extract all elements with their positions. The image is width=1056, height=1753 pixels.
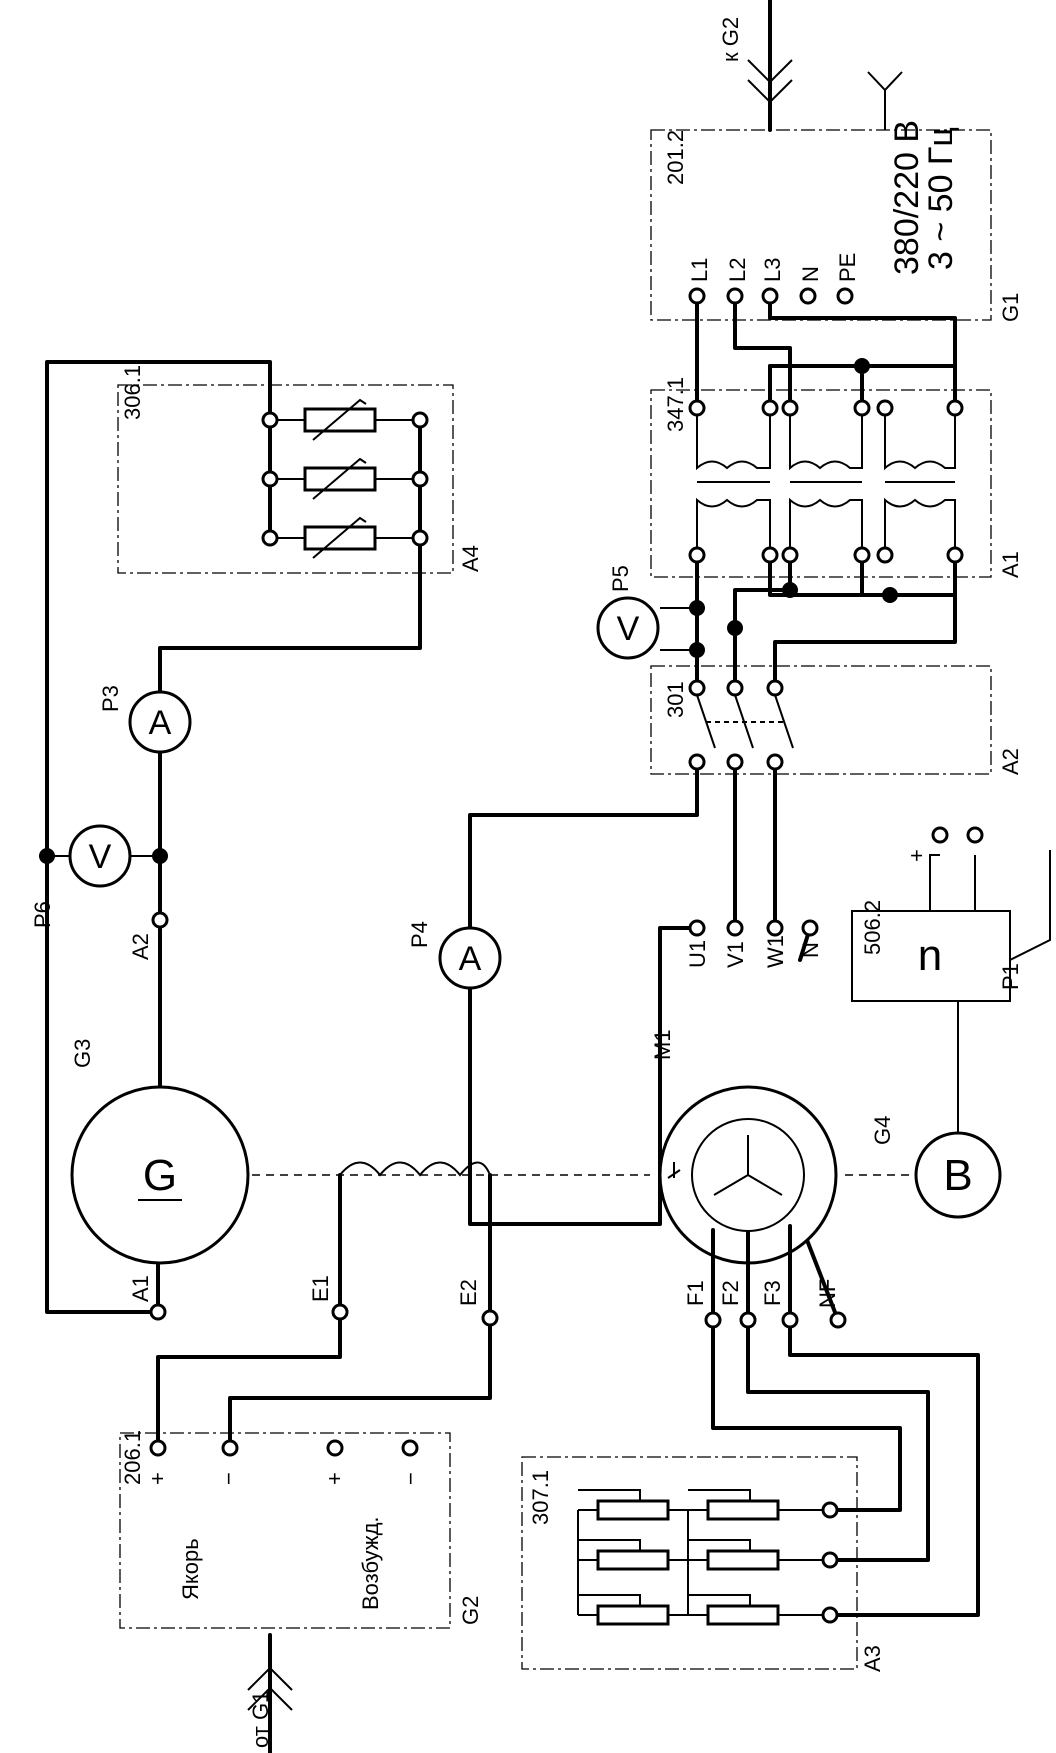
designator-g1: G1 xyxy=(998,293,1023,322)
excitation-plus: + xyxy=(322,1472,347,1485)
terminal-a2: A2 xyxy=(128,933,153,960)
frame-307-1 xyxy=(521,1456,858,1670)
terminal-l2: L2 xyxy=(725,258,750,282)
ammeter-p3: A xyxy=(128,690,192,754)
armature-minus: − xyxy=(216,1472,241,1485)
ammeter-p4: A xyxy=(438,926,502,990)
sensor-plus: + xyxy=(904,849,929,862)
designator-p5: P5 xyxy=(608,565,633,592)
label-206-1: 206.1 xyxy=(120,1430,145,1485)
terminal-motor-n: N xyxy=(798,942,823,958)
sensor-symbol: B xyxy=(943,1151,972,1200)
field-winding xyxy=(331,1161,499,1327)
voltmeter-p5: V xyxy=(596,596,660,660)
label-306-1: 306.1 xyxy=(120,365,145,420)
terminal-u1: U1 xyxy=(685,940,710,968)
terminal-v1: V1 xyxy=(723,941,748,968)
label-armature: Якорь xyxy=(178,1538,203,1600)
terminal-n: N xyxy=(798,266,823,282)
excitation-minus: − xyxy=(398,1472,423,1485)
p6-symbol: V xyxy=(89,838,112,876)
label-excitation: Возбужд. xyxy=(358,1516,383,1610)
switch-301 xyxy=(688,679,794,771)
transformer-347 xyxy=(688,399,964,564)
speed-sensor-g4: B n xyxy=(914,826,1051,1219)
label-347-1: 347.1 xyxy=(663,377,688,432)
load-resistors-306 xyxy=(261,398,429,559)
p5-leads xyxy=(660,607,697,651)
label-301: 301 xyxy=(663,681,688,718)
terminal-f3: F3 xyxy=(760,1280,785,1306)
designator-g2: G2 xyxy=(458,1596,483,1625)
induction-motor-m1 xyxy=(658,919,847,1329)
dc-source-206 xyxy=(149,1439,419,1753)
terminal-f1: F1 xyxy=(683,1280,708,1306)
terminal-l3: L3 xyxy=(760,258,785,282)
frame-206-1 xyxy=(119,1432,451,1629)
designator-g3: G3 xyxy=(70,1039,95,1068)
label-506-2: 506.2 xyxy=(860,900,885,955)
frame-347-1 xyxy=(650,389,992,578)
wiring xyxy=(45,294,980,1617)
dc-generator-g3: G xyxy=(70,911,250,1321)
designator-p6: P6 xyxy=(30,901,55,928)
terminal-nf: NF xyxy=(815,1279,840,1308)
label-201-2: 201.2 xyxy=(663,130,688,185)
label-307-1: 307.1 xyxy=(528,1470,553,1525)
terminal-f2: F2 xyxy=(718,1280,743,1306)
terminal-a1: A1 xyxy=(128,1275,153,1302)
designator-a4: A4 xyxy=(458,545,483,572)
speed-symbol: n xyxy=(918,931,942,980)
frame-306-1 xyxy=(117,384,454,574)
armature-plus: + xyxy=(145,1472,170,1485)
terminal-e2: E2 xyxy=(456,1279,481,1306)
designator-g4: G4 xyxy=(870,1116,895,1145)
terminal-w1: W1 xyxy=(763,935,788,968)
terminal-e1: E1 xyxy=(308,1275,333,1302)
voltmeter-p6: V xyxy=(47,824,160,888)
supply-terminals xyxy=(688,0,903,305)
p5-symbol: V xyxy=(617,610,640,648)
label-from-g1: от G1 xyxy=(248,1691,273,1748)
designator-m1: M1 xyxy=(650,1029,675,1060)
designator-p1: P1 xyxy=(998,963,1023,990)
designator-a2: A2 xyxy=(998,748,1023,775)
p3-symbol: A xyxy=(149,704,172,742)
designator-a3: A3 xyxy=(860,1645,885,1672)
supply-voltage: 380/220 В xyxy=(888,120,926,275)
p4-symbol: A xyxy=(459,940,482,978)
labels: 306.1 347.1 201.2 301 206.1 307.1 506.2 … xyxy=(30,17,1023,1748)
frame-301 xyxy=(650,665,992,775)
rotor-rheostat-307 xyxy=(577,1489,839,1626)
generator-symbol: G xyxy=(143,1151,177,1200)
terminal-pe: PE xyxy=(835,253,860,282)
label-to-g2: к G2 xyxy=(718,17,743,62)
designator-p4: P4 xyxy=(407,921,432,948)
terminal-l1: L1 xyxy=(687,258,712,282)
designator-p3: P3 xyxy=(98,685,123,712)
designator-a1: A1 xyxy=(998,551,1023,578)
supply-frequency: 3 ~ 50 Гц xyxy=(922,127,960,270)
